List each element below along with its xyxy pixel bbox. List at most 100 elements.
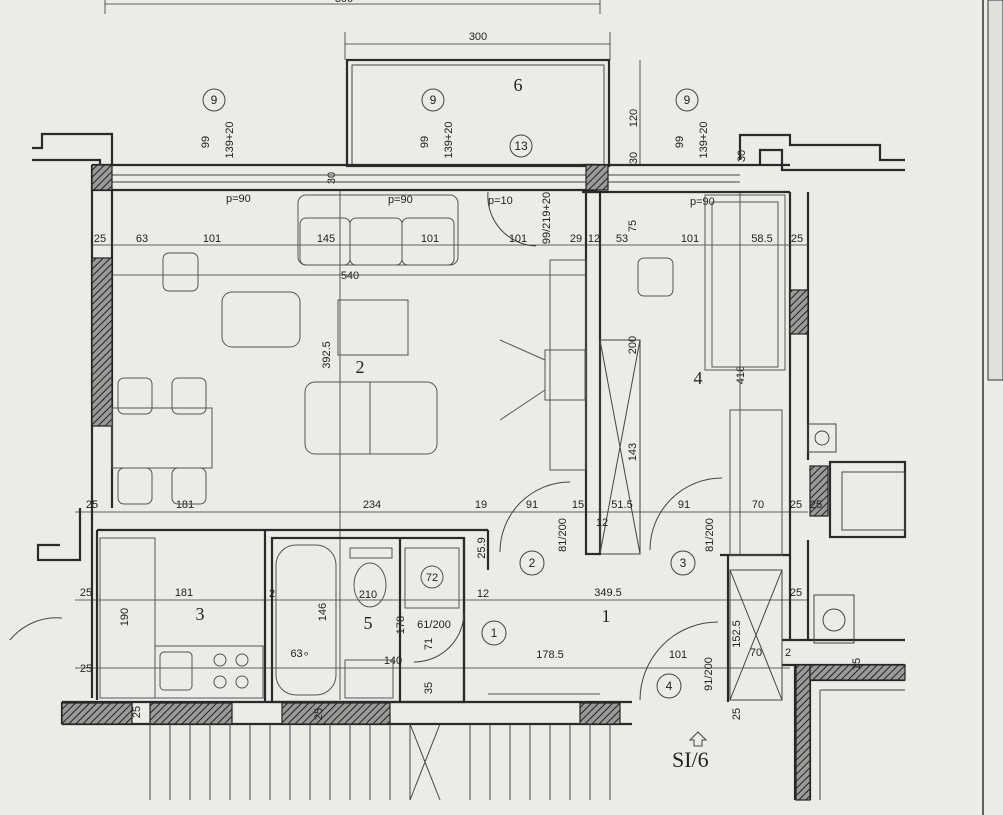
dim-wall-30-right: 30 — [628, 152, 640, 164]
svg-text:91: 91 — [678, 499, 690, 511]
svg-text:181: 181 — [175, 587, 193, 599]
top-dimensions: 300 300 — [104, 0, 611, 60]
svg-text:146: 146 — [317, 603, 329, 621]
dim-72: 72 — [426, 572, 438, 584]
dim-balcony-width: 300 — [469, 31, 487, 43]
svg-text:25: 25 — [131, 706, 143, 718]
svg-text:25: 25 — [86, 499, 98, 511]
svg-text:25: 25 — [94, 233, 106, 245]
svg-text:19: 19 — [475, 499, 487, 511]
window-marker-right: 9 99 139+20 p=90 — [674, 88, 715, 208]
stair-treads — [9, 617, 611, 801]
svg-text:418: 418 — [735, 366, 747, 384]
svg-text:81/200: 81/200 — [557, 518, 569, 552]
sill-height-4: p=90 — [690, 196, 715, 208]
svg-text:4: 4 — [666, 679, 673, 693]
svg-text:70: 70 — [750, 647, 762, 659]
dim-balcony-depth: 120 — [628, 109, 640, 127]
sill-height-2: p=90 — [388, 194, 413, 206]
sill-height-1: p=90 — [226, 193, 251, 205]
svg-text:1: 1 — [491, 626, 498, 640]
svg-text:12: 12 — [588, 233, 600, 245]
svg-text:101: 101 — [203, 233, 221, 245]
svg-text:91/200: 91/200 — [703, 657, 715, 691]
window-marker-center: 9 99 139+20 p=90 — [388, 88, 455, 206]
svg-text:181: 181 — [176, 499, 194, 511]
svg-text:101: 101 — [681, 233, 699, 245]
room-label-5: 5 — [364, 613, 373, 633]
svg-text:9: 9 — [211, 93, 218, 107]
hatched-walls — [61, 164, 906, 801]
svg-text:29: 29 — [570, 233, 582, 245]
svg-text:101: 101 — [509, 233, 527, 245]
room-label-4: 4 — [694, 368, 703, 388]
svg-text:139+20: 139+20 — [698, 121, 710, 158]
room-label-3: 3 — [196, 604, 205, 624]
svg-text:25: 25 — [790, 499, 802, 511]
svg-text:99/219+20: 99/219+20 — [541, 192, 553, 244]
dims-row-bottom: 25 63∘ 140 71 35 178.5 101 25 25 25 15 — [80, 638, 863, 720]
svg-text:99: 99 — [674, 136, 686, 148]
svg-text:25: 25 — [791, 233, 803, 245]
door-marker-3: 3 81/200 — [649, 477, 723, 576]
svg-text:200: 200 — [627, 336, 639, 354]
door-marker-4: 4 91/200 — [639, 621, 719, 701]
svg-text:3: 3 — [680, 556, 687, 570]
dims-row-middle: 25 181 234 19 91 15 51.5 12 91 70 25 25 … — [86, 499, 822, 559]
dim-wall-30-far: 30 — [736, 150, 748, 162]
svg-text:53: 53 — [616, 233, 628, 245]
svg-text:63∘: 63∘ — [290, 648, 309, 660]
svg-text:25: 25 — [80, 587, 92, 599]
svg-text:152.5: 152.5 — [731, 620, 743, 648]
svg-text:15: 15 — [572, 499, 584, 511]
svg-text:143: 143 — [627, 443, 639, 461]
svg-text:25: 25 — [80, 663, 92, 675]
svg-text:91: 91 — [526, 499, 538, 511]
svg-text:178: 178 — [395, 616, 407, 634]
svg-text:2: 2 — [785, 647, 791, 659]
svg-text:63: 63 — [136, 233, 148, 245]
svg-text:25: 25 — [731, 708, 743, 720]
window-marker-left: 9 99 139+20 p=90 — [200, 88, 251, 205]
svg-text:75: 75 — [627, 220, 639, 232]
section-marker-label: SI/6 — [672, 747, 709, 772]
svg-text:58.5: 58.5 — [751, 233, 772, 245]
page-edge-box — [987, 0, 1003, 381]
svg-text:25: 25 — [790, 587, 802, 599]
svg-text:349.5: 349.5 — [594, 587, 622, 599]
dim-top-overall: 300 — [335, 0, 353, 5]
dimension-chains — [75, 190, 808, 700]
svg-text:2: 2 — [529, 556, 536, 570]
dims-row-lower: 25 181 2 12 349.5 25 190 146 178 152.5 7… — [80, 587, 802, 659]
svg-text:101: 101 — [421, 233, 439, 245]
svg-text:25: 25 — [313, 708, 325, 720]
balcony-door-marker: 13 99/219+20 p=10 — [487, 134, 553, 247]
room-label-1: 1 — [602, 606, 611, 626]
svg-text:25: 25 — [810, 499, 822, 511]
svg-text:81/200: 81/200 — [704, 518, 716, 552]
sill-height-3: p=10 — [488, 195, 513, 207]
svg-text:178.5: 178.5 — [536, 649, 564, 661]
svg-text:71: 71 — [423, 638, 435, 650]
svg-text:99: 99 — [419, 136, 431, 148]
svg-text:12: 12 — [477, 588, 489, 600]
svg-text:9: 9 — [430, 93, 437, 107]
svg-text:145: 145 — [317, 233, 335, 245]
section-marker: SI/6 — [672, 731, 709, 772]
dim-210: 210 — [359, 589, 377, 601]
svg-text:9: 9 — [684, 93, 691, 107]
svg-text:234: 234 — [363, 499, 381, 511]
svg-text:25.9: 25.9 — [476, 537, 488, 558]
svg-text:51.5: 51.5 — [611, 499, 632, 511]
furniture — [99, 194, 786, 699]
svg-text:35: 35 — [423, 682, 435, 694]
door-marker-1: 1 61/200 — [413, 611, 507, 663]
svg-text:139+20: 139+20 — [224, 121, 236, 158]
svg-text:61/200: 61/200 — [417, 619, 451, 631]
room-label-2: 2 — [356, 357, 365, 377]
svg-text:139+20: 139+20 — [443, 121, 455, 158]
svg-text:190: 190 — [119, 608, 131, 626]
svg-text:15: 15 — [851, 658, 863, 670]
svg-text:99: 99 — [200, 136, 212, 148]
